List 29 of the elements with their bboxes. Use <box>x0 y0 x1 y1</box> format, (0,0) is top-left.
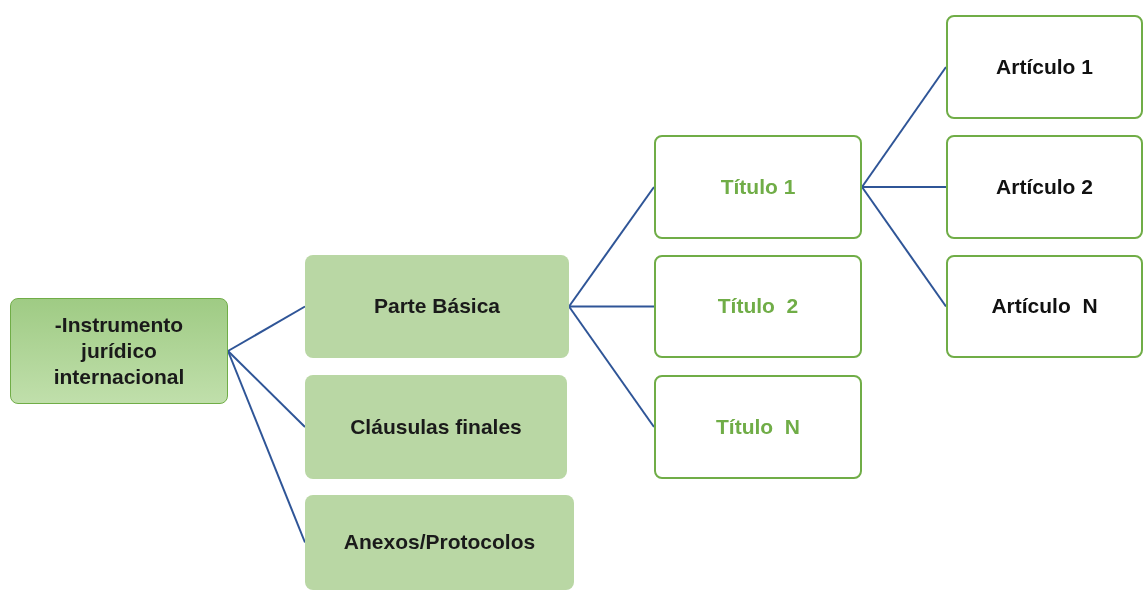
box-label: Título N <box>716 413 800 440</box>
process-box <box>305 375 567 479</box>
process-box <box>10 298 228 404</box>
process-box <box>946 255 1143 358</box>
box-label: Título 1 <box>720 173 796 200</box>
connector-line <box>568 186 655 308</box>
connector-line <box>861 66 947 188</box>
process-box <box>946 15 1143 119</box>
box-label: Parte Básica <box>373 293 501 320</box>
connector-line <box>227 350 306 544</box>
box-label: Artículo 2 <box>996 173 1093 200</box>
process-box <box>654 255 862 358</box>
box-label: Anexos/Protocolos <box>343 529 536 556</box>
process-box <box>654 135 862 239</box>
connector-line <box>861 186 947 308</box>
process-box <box>946 135 1143 239</box>
process-box <box>654 375 862 479</box>
process-box <box>305 255 569 358</box>
box-label: Artículo 1 <box>996 53 1093 80</box>
connector-line <box>861 186 947 188</box>
box-label: Artículo N <box>991 293 1098 320</box>
connector-line <box>568 305 655 428</box>
box-label: -Instrumento jurídico internacional <box>52 311 186 391</box>
connector-line <box>227 350 306 428</box>
connector-line <box>227 305 306 352</box>
process-box <box>305 495 574 590</box>
box-label: Cláusulas finales <box>350 413 522 440</box>
connector-line <box>568 305 655 308</box>
box-label: Título 2 <box>717 293 799 320</box>
